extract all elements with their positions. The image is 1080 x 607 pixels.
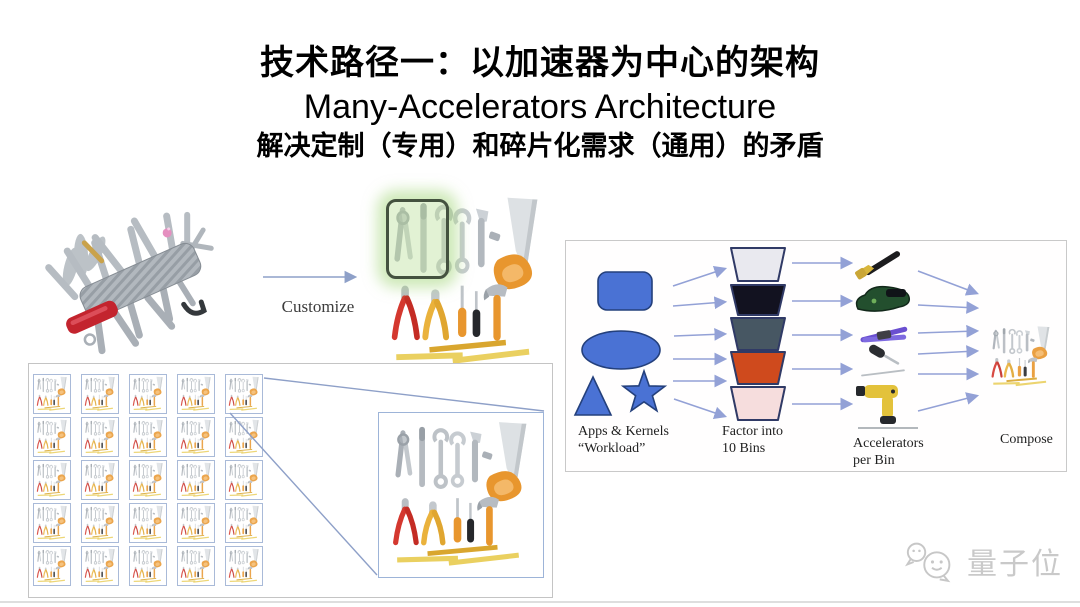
toolset-thumbnail <box>33 460 71 500</box>
toolset-thumbnail <box>81 417 119 457</box>
flow-arrows <box>672 256 980 419</box>
toolset-thumbnail <box>81 503 119 543</box>
page-subtitle: 解决定制（专用）和碎片化需求（通用）的矛盾 <box>256 131 824 161</box>
page-title-english: Many-Accelerators Architecture <box>303 88 777 126</box>
crimper-icon <box>860 326 908 343</box>
customize-label: Customize <box>281 297 355 316</box>
toolset-thumbnail <box>177 503 215 543</box>
toolset-thumbnail <box>129 546 167 586</box>
drill-icon <box>856 385 898 424</box>
bin-3 <box>730 317 786 351</box>
selected-tool-highlight <box>386 199 449 279</box>
page-title: 技术路径一：以加速器为中心的架构 <box>260 44 820 82</box>
bin-1 <box>730 247 786 282</box>
toolset-thumbnail <box>33 503 71 543</box>
thumbnail-grid <box>33 374 263 586</box>
toolset-thumbnail <box>177 546 215 586</box>
compose-toolset-icon <box>991 325 1051 387</box>
sander-icon <box>855 285 911 312</box>
toolset-thumbnail <box>81 374 119 414</box>
factor-label: Factor into 10 Bins <box>722 424 784 456</box>
swiss-army-knife-icon <box>45 211 214 355</box>
toolset-thumbnail <box>225 503 263 543</box>
watermark-text: 量子位 <box>967 548 1063 581</box>
accelerators-label: Accelerators per Bin <box>853 436 924 468</box>
screwdriver-icon <box>869 344 900 365</box>
toolset-thumbnail <box>129 417 167 457</box>
workload-label: Apps & Kernels “Workload” <box>578 424 669 456</box>
magnified-toolset-box <box>378 412 544 578</box>
hammer-icon <box>855 251 901 280</box>
flow-diagram <box>573 247 1051 429</box>
toolset-variants-box <box>28 363 553 598</box>
workload-rectangle <box>597 271 653 311</box>
bin-5 <box>730 386 786 421</box>
toolset-thumbnail <box>225 417 263 457</box>
bin-4 <box>730 351 786 385</box>
toolset-thumbnail <box>81 460 119 500</box>
workload-triangle <box>573 375 613 416</box>
watermark: 量子位 <box>903 538 1063 584</box>
magnified-toolset-icon <box>385 419 537 571</box>
toolset-thumbnail <box>129 374 167 414</box>
toolset-thumbnail <box>177 417 215 457</box>
toolset-thumbnail <box>33 417 71 457</box>
awl-icon <box>861 369 905 377</box>
toolset-thumbnail <box>225 460 263 500</box>
toolset-thumbnail <box>129 460 167 500</box>
toolset-thumbnail <box>33 546 71 586</box>
flow-diagram-box: Apps & Kernels “Workload” Factor into 10… <box>565 240 1067 472</box>
toolset-thumbnail <box>177 460 215 500</box>
workload-ellipse <box>581 330 661 370</box>
toolset-thumbnail <box>33 374 71 414</box>
toolset-thumbnail <box>225 546 263 586</box>
bottom-divider <box>0 601 1080 603</box>
workload-star <box>620 368 668 413</box>
toolset-thumbnail <box>177 374 215 414</box>
compose-label: Compose <box>1000 432 1053 447</box>
toolset-thumbnail <box>81 546 119 586</box>
qbitai-chat-bubbles-icon <box>904 542 951 583</box>
toolset-thumbnail <box>129 503 167 543</box>
title-block: 技术路径一：以加速器为中心的架构 Many-Accelerators Archi… <box>0 40 1080 164</box>
bin-2 <box>730 284 786 316</box>
toolset-thumbnail <box>225 374 263 414</box>
